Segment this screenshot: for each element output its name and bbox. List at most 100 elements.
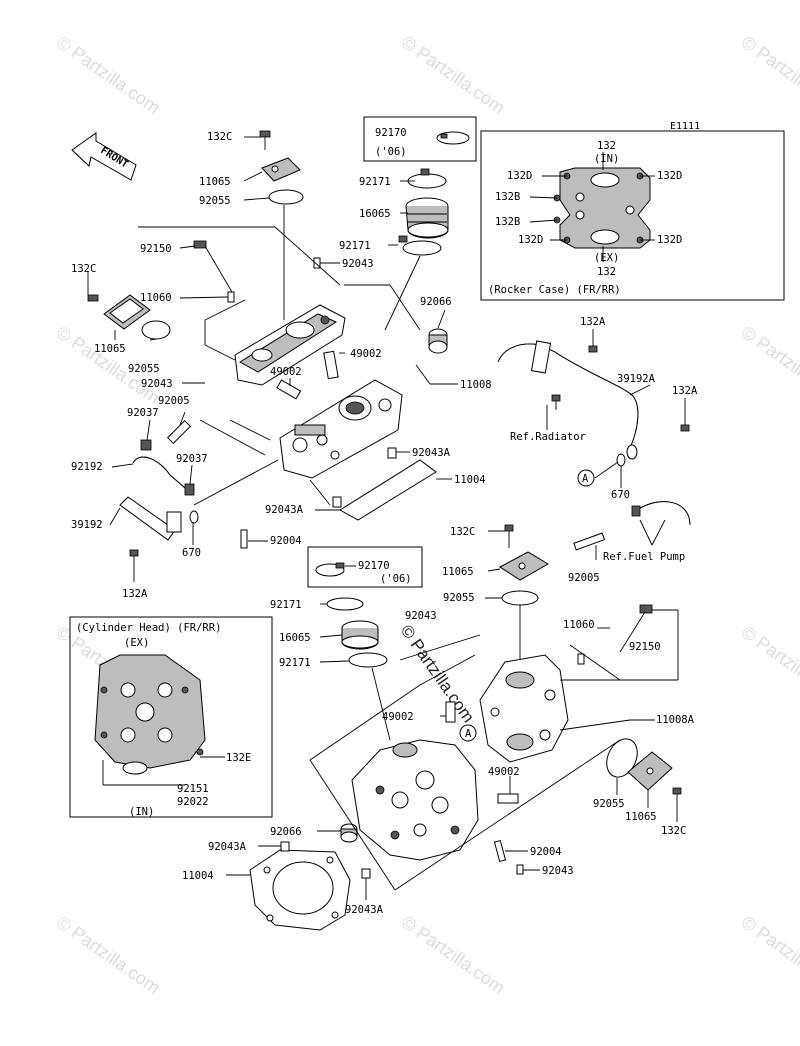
- water-pipe-39192a-icon: [497, 340, 639, 460]
- water-pipe-92005-icon: [166, 419, 192, 445]
- assembly-outline-lower: [309, 644, 621, 891]
- o-ring-670-right-icon: [616, 453, 626, 467]
- rocker-label-in: (IN): [594, 153, 619, 165]
- label-132a-c: 132A: [672, 385, 698, 397]
- clamp-92171-c-icon: [326, 597, 364, 611]
- label-92055-right: 92055: [593, 798, 625, 810]
- rocker-label-132b-2: 132B: [495, 216, 520, 228]
- gasket-92055-left-icon: [141, 320, 171, 340]
- cylinder-head-label-ex: (EX): [124, 637, 149, 649]
- rocker-label-132d-2: 132D: [657, 170, 682, 182]
- dowel-11060-icon: [227, 291, 235, 303]
- rocker-label-132-top: 132: [597, 140, 616, 152]
- label-a-1: A: [582, 473, 589, 485]
- reference-marker-a-icon: [577, 469, 595, 487]
- cover-plate-11065-right-icon: [627, 751, 682, 795]
- label-16065-a: 16065: [359, 208, 391, 220]
- gasket-92055-icon: [268, 189, 304, 205]
- rocker-case-caption: (Rocker Case) (FR/RR): [488, 284, 621, 296]
- label-92192: 92192: [71, 461, 103, 473]
- leader-line: [639, 519, 653, 546]
- rocker-label-132d-4: 132D: [657, 234, 682, 246]
- clamp-92171-d-icon: [348, 652, 388, 668]
- label-06-b: ('06): [380, 573, 412, 585]
- gasket-92055-right-icon: [606, 738, 638, 778]
- watermark: © Partzilla.com: [738, 912, 800, 998]
- label-ref-radiator: Ref.Radiator: [510, 431, 586, 443]
- watermark: © Partzilla.com: [53, 32, 164, 118]
- label-92043a-a: 92043A: [412, 447, 451, 459]
- label-11065-mid: 11065: [442, 566, 474, 578]
- rocker-label-132-bottom: 132: [597, 266, 616, 278]
- diagram-code: E1111: [670, 121, 700, 132]
- gasket-11004-icon: [332, 447, 437, 521]
- hose-92192-icon: [132, 456, 186, 489]
- stud-92004-b-icon: [493, 839, 507, 863]
- upper-rocker-cover-group: [87, 130, 470, 582]
- label-92043-c: 92043: [405, 610, 437, 622]
- leader-line: [594, 461, 619, 479]
- label-92171-c: 92171: [270, 599, 302, 611]
- reference-marker-a-icon: [459, 724, 477, 742]
- dowel-92043a-c-icon: [280, 841, 290, 852]
- cylinder-head-label-92022: 92022: [177, 796, 209, 808]
- cover-plate-11065-icon: [261, 157, 301, 182]
- boot-16065-icon: [405, 197, 449, 239]
- label-92150-a: 92150: [140, 243, 172, 255]
- label-92037-a: 92037: [127, 407, 159, 419]
- bolt-92150-b-icon: [619, 604, 653, 653]
- clamp-92037-b-icon: [184, 483, 195, 496]
- label-11008a: 11008A: [656, 714, 695, 726]
- label-92043a-b: 92043A: [265, 504, 304, 516]
- label-92171-d: 92171: [279, 657, 311, 669]
- leader-line: [559, 719, 631, 731]
- fitting-49002-d-icon: [497, 793, 519, 804]
- label-49002-d: 49002: [488, 766, 520, 778]
- clamp-92037-icon: [140, 439, 152, 451]
- cover-plate-11065-left-icon: [87, 294, 151, 330]
- seal-92066-b-icon: [340, 823, 358, 843]
- label-92004-b: 92004: [530, 846, 562, 858]
- clamp-92171-b-icon: [398, 235, 442, 256]
- label-39192a: 39192A: [617, 373, 656, 385]
- cylinder-head-top-view-icon: [94, 654, 206, 775]
- cover-plate-11065-mid-icon: [499, 524, 549, 581]
- fuel-hose-icon: [631, 501, 691, 526]
- label-670-b: 670: [611, 489, 630, 501]
- clamp-92170-mid-icon: [315, 562, 345, 577]
- rocker-label-132d-1: 132D: [507, 170, 532, 182]
- label-11060-a: 11060: [140, 292, 172, 304]
- part-labels: 132C 11065 92055 92170 ('06) 92171 16065…: [71, 127, 698, 916]
- cylinder-head-lower-icon: [351, 739, 479, 861]
- label-92055-mid: 92055: [443, 592, 475, 604]
- label-11004-b: 11004: [182, 870, 214, 882]
- cylinder-head-upper-icon: [279, 379, 403, 479]
- label-132c-left: 132C: [71, 263, 96, 275]
- cylinder-head-label-132e: 132E: [226, 752, 251, 764]
- label-92043-a: 92043: [342, 258, 374, 270]
- cylinder-head-caption: (Cylinder Head) (FR/RR): [76, 622, 221, 634]
- label-92170-top: 92170: [375, 127, 407, 139]
- label-39192: 39192: [71, 519, 103, 531]
- label-92005-b: 92005: [568, 572, 600, 584]
- bolt-132a-radiator-icon: [551, 394, 561, 410]
- bolt-92150-icon: [193, 240, 233, 293]
- label-132a-a: 132A: [122, 588, 148, 600]
- watermark: © Partzilla.com: [738, 622, 800, 708]
- rocker-case-top-view-icon: [553, 167, 651, 249]
- leader-lines-upper: [87, 136, 458, 582]
- watermark: © Partzilla.com: [398, 32, 509, 118]
- label-92170-b: 92170: [358, 560, 390, 572]
- label-132c-mid: 132C: [450, 526, 475, 538]
- rocker-case-11008a-icon: [479, 654, 569, 763]
- label-49002-b: 49002: [270, 366, 302, 378]
- label-92171-a: 92171: [359, 176, 391, 188]
- box-92170-mid: [307, 546, 423, 588]
- fitting-49002-icon: [323, 350, 339, 380]
- label-92043-b: 92043: [141, 378, 173, 390]
- rocker-case-11008-icon: [234, 304, 346, 386]
- bolt-132c-icon: [259, 130, 271, 150]
- cylinder-head-inset: [69, 616, 273, 818]
- o-ring-670-icon: [189, 510, 199, 524]
